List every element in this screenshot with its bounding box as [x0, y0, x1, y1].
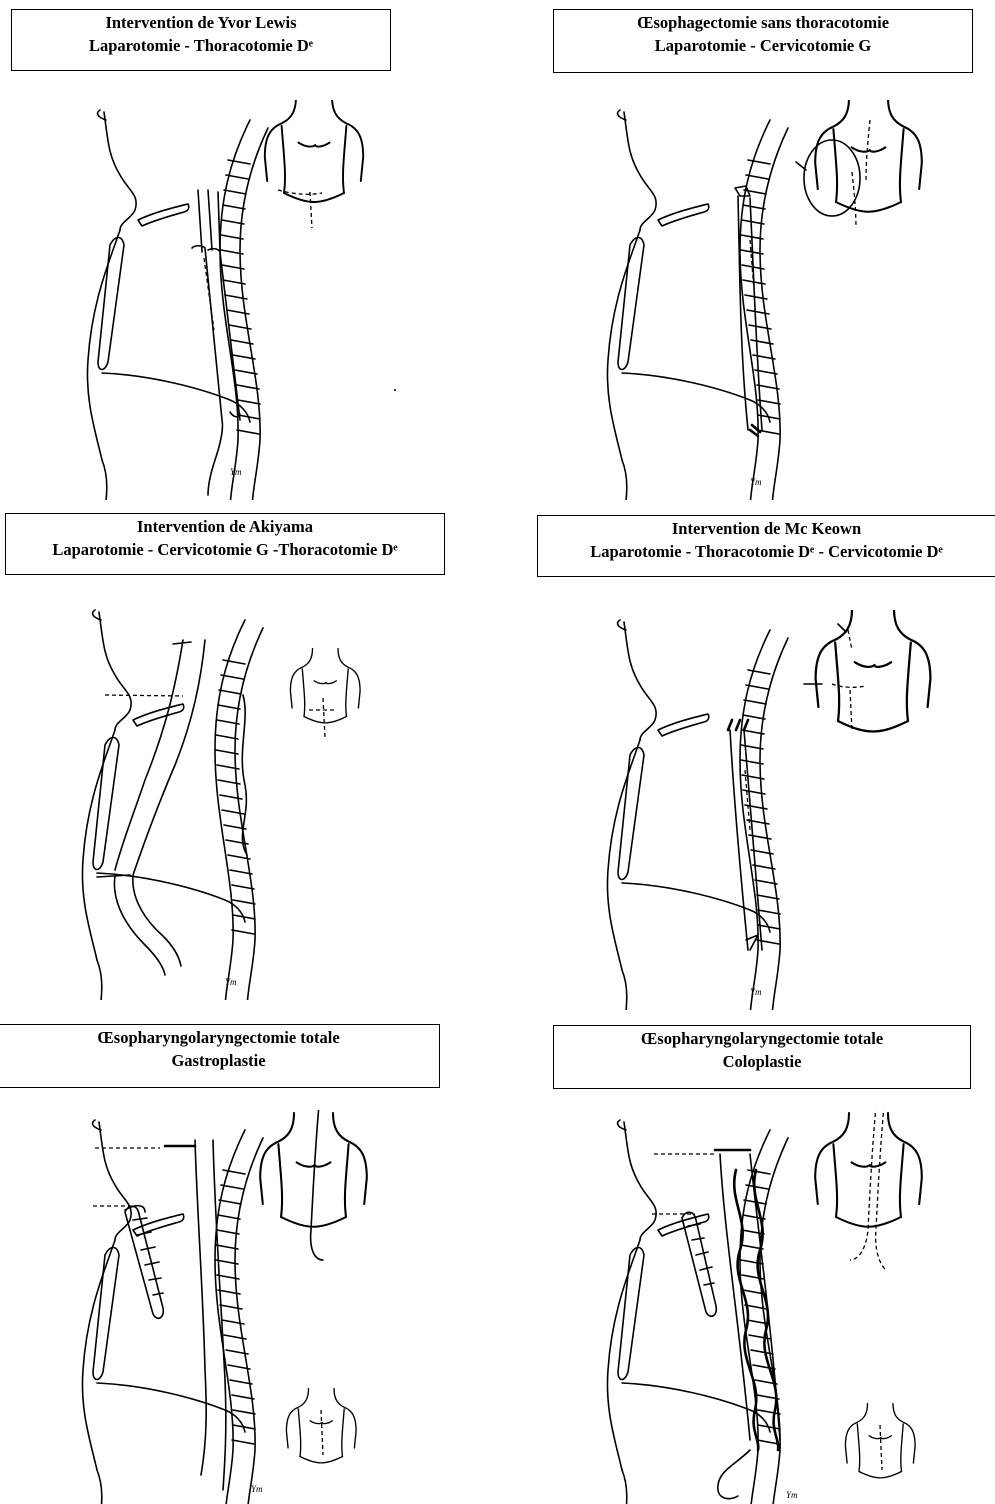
caption-approach: Laparotomie - Cervicotomie G -Thoracotom… [6, 538, 444, 561]
caption-title: Œsophagectomie sans thoracotomie [554, 11, 972, 34]
caption-title: Intervention de Akiyama [6, 515, 444, 538]
drawing-mc-keown: Ym [600, 610, 990, 1010]
signature: Ym [230, 467, 242, 477]
caption-approach: Gastroplastie [0, 1049, 439, 1072]
signature: Ym [786, 1490, 798, 1500]
drawing-sans-thoracotomie: Ym [600, 100, 990, 500]
caption-approach: Coloplastie [554, 1050, 970, 1073]
drawing-coloplastie: Ym [600, 1110, 990, 1504]
drawing-akiyama: Ym [75, 600, 405, 1000]
caption-coloplastie: Œsopharyngolaryngectomie totale Coloplas… [553, 1025, 971, 1089]
caption-title: Œsopharyngolaryngectomie totale [0, 1026, 439, 1049]
drawing-gastroplastie: Ym [75, 1110, 405, 1504]
caption-title: Intervention de Mc Keown [538, 517, 995, 540]
signature: Ym [750, 987, 762, 997]
drawing-yvor-lewis: Ym [80, 100, 410, 500]
caption-approach: Laparotomie - Thoracotomie Dᵉ [12, 34, 390, 57]
caption-title: Intervention de Yvor Lewis [12, 11, 390, 34]
caption-mc-keown: Intervention de Mc Keown Laparotomie - T… [537, 515, 995, 577]
caption-gastroplastie: Œsopharyngolaryngectomie totale Gastropl… [0, 1024, 440, 1088]
caption-yvor-lewis: Intervention de Yvor Lewis Laparotomie -… [11, 9, 391, 71]
signature: Ym [251, 1484, 263, 1494]
signature: Ym [750, 477, 762, 487]
caption-sans-thoracotomie: Œsophagectomie sans thoracotomie Laparot… [553, 9, 973, 73]
signature: Ym [225, 977, 237, 987]
caption-approach: Laparotomie - Thoracotomie Dᵉ - Cervicot… [538, 540, 995, 563]
caption-akiyama: Intervention de Akiyama Laparotomie - Ce… [5, 513, 445, 575]
caption-title: Œsopharyngolaryngectomie totale [554, 1027, 970, 1050]
caption-approach: Laparotomie - Cervicotomie G [554, 34, 972, 57]
